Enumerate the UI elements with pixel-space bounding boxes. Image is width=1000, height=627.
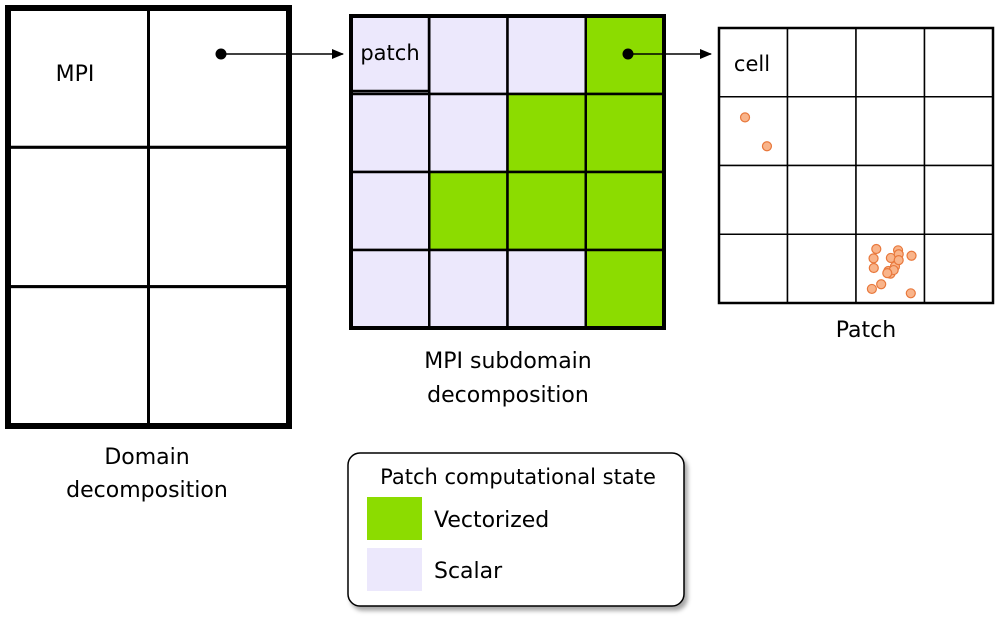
subdomain-caption-line1: MPI subdomain	[424, 349, 592, 374]
particle	[905, 288, 916, 299]
legend-title: Patch computational state	[380, 465, 656, 489]
subdomain-patch-scalar	[506, 14, 587, 96]
particle	[876, 279, 887, 290]
legend-swatch-scalar	[367, 548, 422, 591]
subdomain-patch-vectorized	[506, 92, 587, 174]
domain-cell	[6, 145, 150, 289]
patch-cell	[923, 233, 994, 304]
subdomain-patch-scalar	[428, 92, 509, 174]
patch-border	[717, 26, 995, 305]
subdomain-patch-scalar	[506, 248, 587, 330]
patch-detail: cell Patch	[717, 26, 995, 343]
particle	[882, 268, 893, 279]
subdomain-border	[349, 14, 666, 330]
arrow-origin-dot	[215, 48, 227, 60]
patch-cell	[718, 233, 789, 304]
particles	[739, 112, 917, 299]
subdomain-patch-scalar	[349, 248, 431, 330]
subdomain-decomposition: patch MPI subdomain decomposition	[349, 14, 666, 408]
patch-grid	[717, 26, 995, 305]
domain-cell	[147, 285, 291, 428]
patch-caption: Patch	[836, 318, 896, 343]
subdomain-patch-scalar	[349, 170, 431, 252]
particle	[761, 141, 773, 152]
patch-cell	[718, 27, 789, 98]
subdomain-patch-vectorized	[506, 170, 587, 252]
legend-label-vectorized: Vectorized	[434, 508, 549, 533]
subdomain-to-patch-arrow	[622, 48, 712, 60]
particle	[739, 112, 751, 123]
particle	[868, 253, 879, 264]
particle	[866, 283, 877, 295]
patch-cell	[786, 27, 857, 98]
patch-label: patch	[360, 41, 419, 65]
subdomain-patch-scalar	[428, 14, 509, 96]
arrow-origin-dot	[622, 48, 634, 60]
domain-caption-line1: Domain	[104, 445, 189, 470]
patch-cell	[786, 96, 857, 167]
patch-cell	[855, 164, 926, 235]
subdomain-patch-vectorized	[584, 248, 666, 330]
domain-cell	[147, 6, 291, 149]
domain-cell	[6, 285, 150, 428]
patch-cell	[786, 233, 857, 304]
subdomain-patch-scalar	[428, 248, 509, 330]
particle	[868, 262, 879, 274]
highlighted-patch-outline	[349, 14, 431, 93]
domain-cell	[147, 145, 291, 289]
domain-decomposition: MPI Domain decomposition	[5, 5, 292, 503]
legend-swatch-vectorized	[367, 497, 422, 540]
particle	[893, 255, 904, 266]
patch-cell	[718, 96, 789, 167]
patch-cell	[855, 96, 926, 167]
legend-box	[347, 452, 685, 607]
legend: Patch computational state Vectorized Sca…	[347, 452, 685, 607]
patch-cell	[923, 164, 994, 235]
patch-cell	[923, 27, 994, 98]
legend-label-scalar: Scalar	[434, 559, 503, 584]
domain-to-subdomain-arrow	[215, 48, 344, 60]
subdomain-patch-vectorized	[428, 170, 509, 252]
cell-label: cell	[734, 52, 770, 76]
domain-border	[5, 5, 292, 429]
domain-grid	[5, 5, 292, 429]
patch-cell	[718, 164, 789, 235]
domain-cell	[6, 6, 150, 149]
patch-cell	[786, 164, 857, 235]
subdomain-patch-scalar	[349, 92, 431, 174]
subdomain-patch-vectorized	[584, 170, 666, 252]
subdomain-caption-line2: decomposition	[427, 383, 589, 408]
patch-cell	[923, 96, 994, 167]
patch-cell	[855, 27, 926, 98]
domain-caption-line2: decomposition	[66, 478, 228, 503]
subdomain-patch-vectorized	[584, 92, 666, 174]
domain-mpi-label: MPI	[56, 62, 95, 87]
particle	[871, 243, 882, 255]
particle	[906, 250, 917, 261]
